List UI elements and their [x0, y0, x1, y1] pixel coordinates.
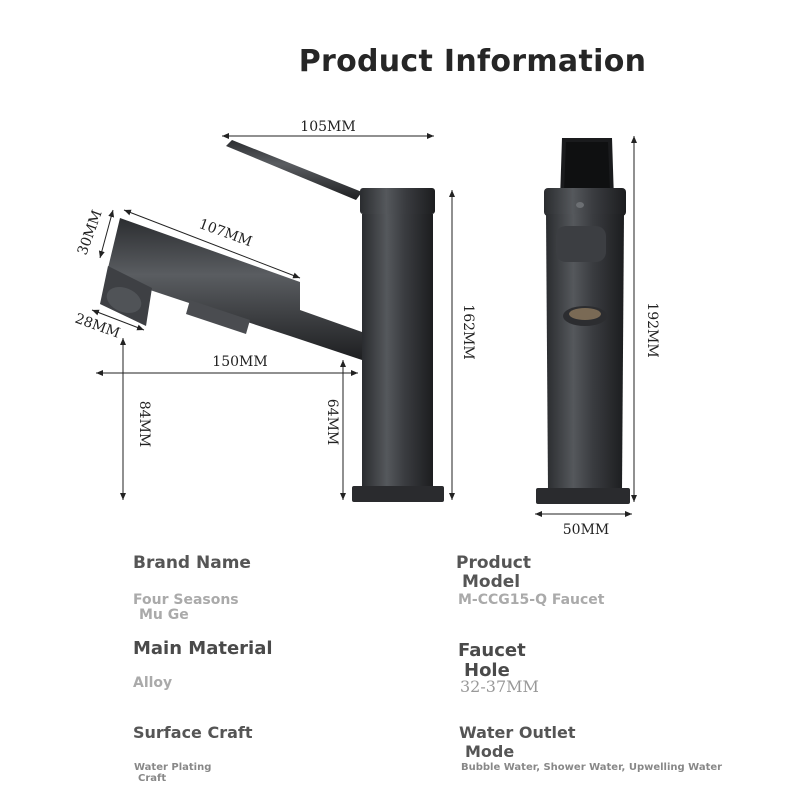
model-label-line1: Product [456, 553, 531, 573]
hole-label: Faucet Hole [458, 641, 526, 681]
hole-value: 32-37MM [460, 677, 539, 696]
surface-label: Surface Craft [133, 723, 253, 742]
base [352, 486, 444, 502]
dim-side-height: 192MM [644, 302, 660, 357]
outlet-label: Water Outlet Mode [459, 723, 575, 761]
dim-base-to-spout: 64MM [324, 399, 340, 445]
model-value: M-CCG15-Q Faucet [458, 592, 605, 608]
dim-reach: 150MM [212, 354, 267, 370]
page-title: Product Information [298, 44, 647, 79]
model-label: Product Model [456, 554, 531, 592]
dim-spout-length: 107MM [197, 216, 255, 250]
model-label-line2: Model [462, 572, 521, 592]
outlet-label-line1: Water Outlet [459, 723, 576, 742]
material-value: Alloy [133, 675, 173, 691]
dim-base-diameter: 50MM [563, 522, 609, 538]
dim-top-width: 105MM [300, 119, 355, 135]
outlet-value: Bubble Water, Shower Water, Upwelling Wa… [461, 762, 723, 773]
dim-head-height: 30MM [75, 208, 106, 257]
brand-label: Brand Name [133, 553, 251, 573]
material-label: Main Material [133, 638, 273, 659]
dimension-lines [91, 133, 637, 517]
surface-value: Water Plating Craft [134, 762, 211, 784]
top-cap [360, 188, 435, 214]
dim-tap-height: 162MM [460, 304, 476, 359]
dim-head-diameter: 28MM [73, 311, 122, 342]
lever-handle [226, 140, 362, 200]
brand-value: Four Seasons Mu Ge [133, 593, 239, 623]
side-body [546, 214, 624, 490]
faucet-front-view [100, 140, 444, 502]
brand-value-line1: Four Seasons [133, 592, 239, 608]
hole-label-line2: Hole [464, 660, 510, 681]
side-top [544, 188, 626, 216]
outlet-label-line2: Mode [465, 742, 515, 761]
surface-value-line1: Water Plating [134, 762, 212, 773]
body-column [362, 214, 433, 488]
faucet-side-view [536, 138, 630, 504]
surface-value-line2: Craft [138, 773, 167, 784]
side-base [536, 488, 630, 504]
brand-value-line2: Mu Ge [139, 607, 189, 623]
hole-label-line1: Faucet [458, 640, 526, 661]
dim-base-to-head: 84MM [136, 401, 152, 447]
